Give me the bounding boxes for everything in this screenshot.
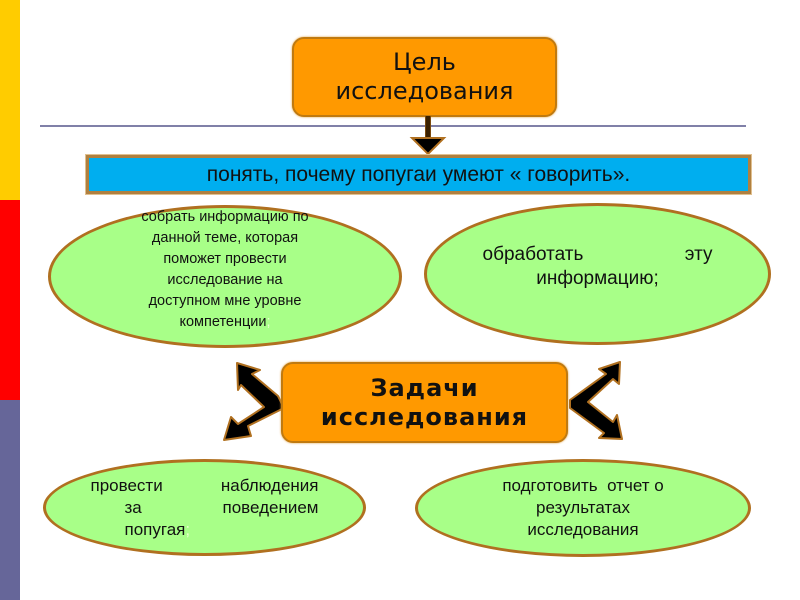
task-3-word: наблюдения [220,475,319,495]
task-3-word: провести [90,475,163,495]
task-ellipse-report: подготовить отчет о результатах исследов… [415,459,751,557]
goal-title-line1: Цель [393,48,456,76]
task-2-line: информацию; [536,268,659,289]
tasks-box: Задачи исследования [281,362,568,443]
task-ellipse-observe: провести наблюдения за поведением попуга… [43,459,366,556]
divider-line [40,125,746,127]
task-1-line: исследование на [167,271,283,288]
task-4-line: подготовить отчет о [502,476,664,495]
task-3-word: за [124,497,142,517]
task-2-word: эту [684,244,713,265]
bent-double-arrow-right-icon [569,361,623,440]
goal-statement-text: понять, почему попугаи умеют « говорить»… [206,162,631,186]
down-arrow-icon [409,116,447,156]
side-bar-yellow [0,0,20,200]
task-ellipse-process-info: обработать эту информацию; [424,203,771,345]
goal-title-line2: исследования [335,77,514,105]
task-2-word: обработать [482,244,584,265]
task-4-line: результатах [536,498,630,517]
side-bar-red [0,200,20,400]
tasks-title-line2: исследования [320,402,529,431]
task-1-line: собрать информацию по [141,208,309,225]
task-1-line: компетенции [179,313,267,330]
task-1-trailing: ; [266,313,271,330]
tasks-title-line1: Задачи [370,373,479,402]
task-ellipse-collect-info: собрать информацию по данной теме, котор… [48,205,402,348]
bent-double-arrow-left-icon [223,362,285,441]
goal-statement: понять, почему попугаи умеют « говорить»… [85,154,752,195]
task-3-trailing: ; [185,519,191,539]
goal-box: Цель исследования [292,37,557,117]
task-1-line: поможет провести [163,250,287,267]
task-4-line: исследования [527,520,639,539]
side-bar-purple [0,400,20,600]
task-1-line: доступном мне уровне [148,292,302,309]
task-3-word: поведением [222,497,319,517]
task-1-line: данной теме, которая [151,229,299,246]
task-3-line: попугая [124,519,186,539]
